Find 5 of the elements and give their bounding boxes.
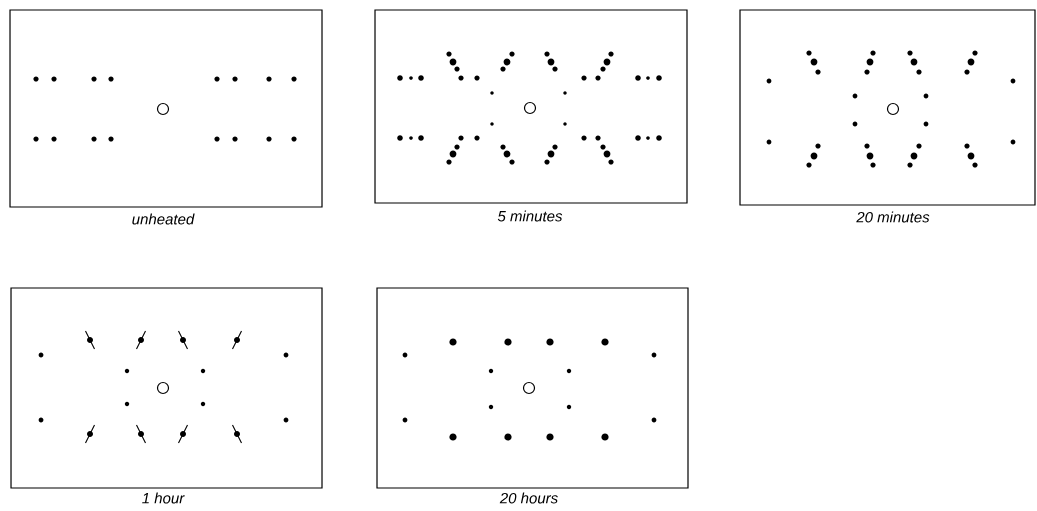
panel-label: unheated [132,213,195,225]
panel-label: 5 minutes [497,210,563,222]
panel-label: 20 minutes [856,211,930,223]
panel-label: 20 hours [499,492,558,504]
panel-label: 1 hour [142,492,185,504]
